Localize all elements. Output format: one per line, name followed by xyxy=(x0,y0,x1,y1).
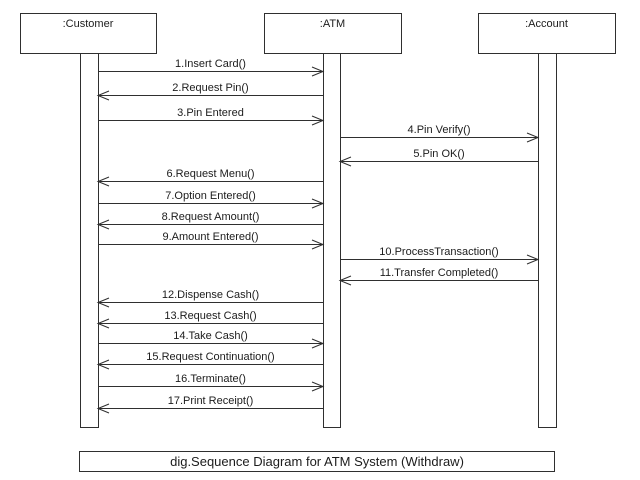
message-label: 4.Pin Verify() xyxy=(408,124,471,136)
message-label: 5.Pin OK() xyxy=(413,148,464,160)
arrowhead-icon xyxy=(96,297,110,308)
message-label: 1.Insert Card() xyxy=(175,58,246,70)
message-label: 10.ProcessTransaction() xyxy=(379,246,498,258)
activation-bar-atm xyxy=(323,53,341,428)
message-label: 7.Option Entered() xyxy=(165,190,256,202)
message-label: 12.Dispense Cash() xyxy=(162,289,259,301)
arrowhead-icon xyxy=(311,115,325,126)
arrowhead-icon xyxy=(526,132,540,143)
message-label: 8.Request Amount() xyxy=(162,211,260,223)
message-label: 16.Terminate() xyxy=(175,373,246,385)
arrowhead-icon xyxy=(96,219,110,230)
arrowhead-icon xyxy=(311,239,325,250)
arrowhead-icon xyxy=(96,176,110,187)
arrowhead-icon xyxy=(311,338,325,349)
message-label: 9.Amount Entered() xyxy=(163,231,259,243)
message-label: 14.Take Cash() xyxy=(173,330,248,342)
message-label: 17.Print Receipt() xyxy=(168,395,254,407)
arrowhead-icon xyxy=(96,318,110,329)
arrowhead-icon xyxy=(96,359,110,370)
lifeline-box-customer xyxy=(20,13,157,54)
arrowhead-icon xyxy=(311,381,325,392)
arrowhead-icon xyxy=(96,403,110,414)
arrowhead-icon xyxy=(311,198,325,209)
message-label: 15.Request Continuation() xyxy=(146,351,274,363)
message-label: 6.Request Menu() xyxy=(166,168,254,180)
lifeline-label-customer: :Customer xyxy=(63,18,114,30)
lifeline-box-account xyxy=(478,13,616,54)
lifeline-label-atm: :ATM xyxy=(320,18,345,30)
lifeline-label-account: :Account xyxy=(525,18,568,30)
arrowhead-icon xyxy=(311,66,325,77)
arrowhead-icon xyxy=(338,275,352,286)
activation-bar-account xyxy=(538,53,557,428)
arrowhead-icon xyxy=(338,156,352,167)
message-label: 2.Request Pin() xyxy=(172,82,248,94)
diagram-caption-text: dig.Sequence Diagram for ATM System (Wit… xyxy=(170,454,464,469)
message-label: 3.Pin Entered xyxy=(177,107,244,119)
arrowhead-icon xyxy=(526,254,540,265)
diagram-caption-box: dig.Sequence Diagram for ATM System (Wit… xyxy=(79,451,555,472)
message-label: 11.Transfer Completed() xyxy=(380,267,499,279)
lifeline-box-atm xyxy=(264,13,402,54)
message-label: 13.Request Cash() xyxy=(164,310,256,322)
arrowhead-icon xyxy=(96,90,110,101)
activation-bar-customer xyxy=(80,53,99,428)
